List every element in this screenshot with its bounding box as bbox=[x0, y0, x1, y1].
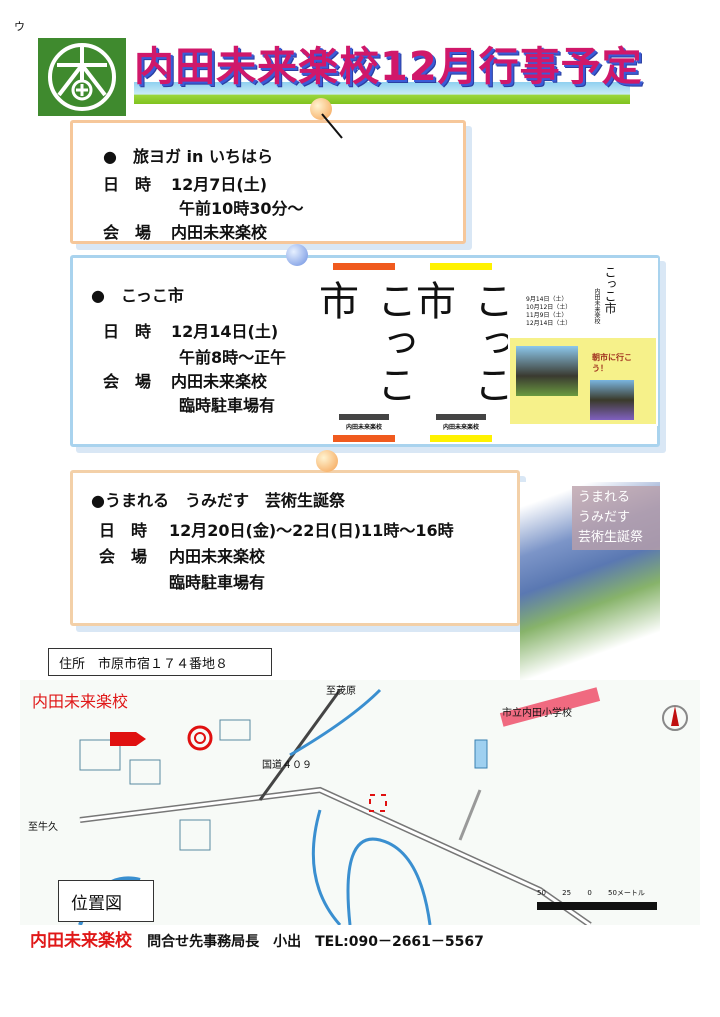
event-date: 12月14日(土) bbox=[171, 322, 279, 341]
venue-label: 会 場 bbox=[103, 372, 152, 391]
event-name: ● 旅ヨガ in いちはら bbox=[103, 147, 273, 166]
scale-label: 50メートル bbox=[608, 889, 645, 897]
venue-label: 会 場 bbox=[99, 547, 148, 566]
map-label-ushiku: 至牛久 bbox=[28, 822, 58, 833]
scale-label: 50 bbox=[537, 889, 546, 897]
poster-date: 12月14日（土） bbox=[526, 320, 572, 327]
poster-date: 11月9日（土） bbox=[526, 312, 568, 319]
kokko-banner-red: こっこ市 内田未来楽校 bbox=[312, 263, 416, 448]
event-venue: 内田未来楽校 bbox=[171, 223, 268, 242]
pin-line bbox=[321, 113, 343, 139]
event-name: ●うまれる うみだす 芸術生誕祭 bbox=[91, 491, 345, 510]
scale-label: 25 bbox=[562, 889, 572, 897]
poster-title: こっこ市 bbox=[603, 266, 617, 314]
event-date: 12月20日(金)～22日(日)11時～16時 bbox=[169, 521, 454, 540]
poster-line: うまれる bbox=[578, 490, 631, 505]
parking-note: 臨時駐車場有 bbox=[169, 573, 266, 592]
event-card-yoga: ● 旅ヨガ in いちはら 日 時 12月7日(土) 午前10時30分～ 会 場… bbox=[70, 120, 466, 244]
date-label: 日 時 bbox=[103, 175, 152, 194]
pin-icon bbox=[316, 450, 338, 472]
poster-date: 10月12日（土） bbox=[526, 304, 572, 311]
poster-date: 9月14日（土） bbox=[526, 296, 568, 303]
event-time: 午前10時30分～ bbox=[179, 199, 304, 218]
banner-text: こっこ市 bbox=[409, 280, 513, 406]
kokko-banner-yellow: こっこ市 内田未来楽校 bbox=[409, 263, 513, 448]
corner-mark: ウ bbox=[14, 20, 25, 33]
venue-label: 会 場 bbox=[103, 223, 152, 242]
banner-text: こっこ市 bbox=[312, 280, 416, 406]
event-name: ● こっこ市 bbox=[91, 286, 184, 305]
photo bbox=[516, 346, 578, 396]
event-card-art-festival: ●うまれる うみだす 芸術生誕祭 日 時 12月20日(金)～22日(日)11時… bbox=[70, 470, 520, 626]
map-label-elementary: 市立内田小学校 bbox=[502, 708, 572, 719]
event-time: 午前8時～正午 bbox=[179, 348, 287, 367]
poster-line: うみだす bbox=[578, 510, 631, 525]
date-label: 日 時 bbox=[103, 322, 152, 341]
map-label-mobara: 至茂原 bbox=[326, 686, 356, 697]
art-poster-title: うまれる うみだす 芸術生誕祭 bbox=[572, 486, 660, 550]
photo bbox=[590, 380, 634, 420]
poster-sub: 内田未来楽校 bbox=[593, 288, 600, 324]
footer-contact: 問合せ先事務局長 小出 TEL:090－2661－5567 bbox=[147, 934, 484, 950]
date-label: 日 時 bbox=[99, 521, 148, 540]
pin-icon bbox=[310, 98, 332, 120]
parking-note: 臨時駐車場有 bbox=[179, 396, 276, 415]
poster-line: 芸術生誕祭 bbox=[578, 530, 644, 545]
event-date: 12月7日(土) bbox=[171, 175, 268, 194]
footer-school: 内田未来楽校 bbox=[30, 931, 132, 951]
address: 住所 市原市宿１７４番地８ bbox=[48, 648, 272, 676]
pin-icon bbox=[286, 244, 308, 266]
location-map: 内田未来楽校 至茂原 至牛久 国道４０９ 市立内田小学校 位置図 50 25 0… bbox=[20, 680, 700, 925]
footer: 内田未来楽校 問合せ先事務局長 小出 TEL:090－2661－5567 bbox=[30, 926, 484, 951]
emblem-icon bbox=[48, 43, 116, 111]
event-venue: 内田未来楽校 bbox=[169, 547, 266, 566]
title-band bbox=[134, 82, 630, 104]
map-caption: 位置図 bbox=[58, 880, 154, 922]
poster-catch: 朝市に行こう！ bbox=[592, 353, 632, 373]
banner-school: 内田未来楽校 bbox=[339, 414, 389, 431]
map-label-route: 国道４０９ bbox=[262, 760, 312, 771]
emblem-logo bbox=[38, 38, 126, 116]
poster-photo-panel: 朝市に行こう！ bbox=[510, 338, 656, 424]
map-school-label: 内田未来楽校 bbox=[32, 692, 129, 711]
banner-school: 内田未来楽校 bbox=[436, 414, 486, 431]
scale-label: 0 bbox=[587, 889, 592, 897]
event-venue: 内田未来楽校 bbox=[171, 372, 268, 391]
page-title: 内田未来楽校12月行事予定 bbox=[134, 44, 643, 90]
